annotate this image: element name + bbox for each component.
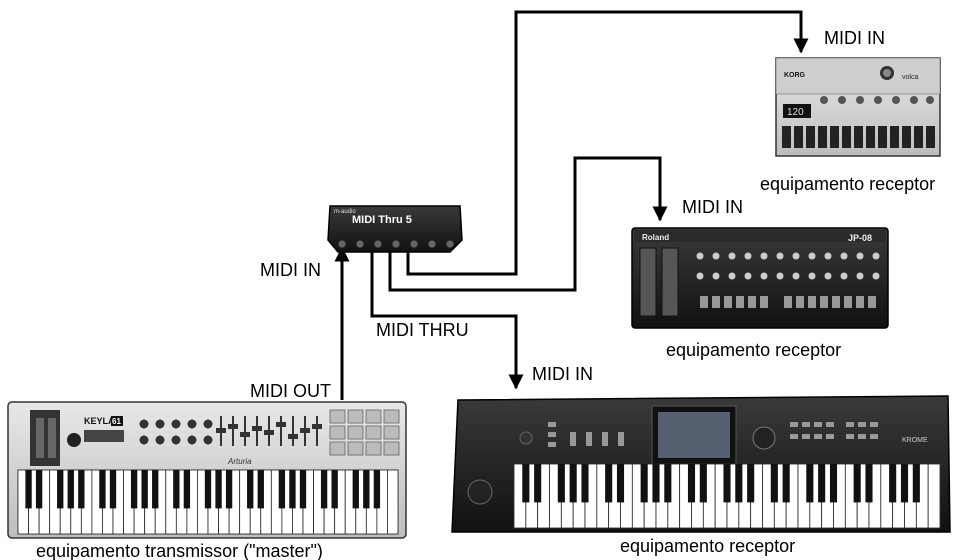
jp08-model: JP-08 — [848, 233, 872, 243]
label-midi-in-volca: MIDI IN — [824, 28, 885, 48]
thru-brand: m-audio — [334, 209, 356, 215]
black-key — [173, 470, 180, 509]
krome-black-keys — [522, 464, 920, 503]
black-key — [770, 464, 778, 503]
black-key — [35, 470, 43, 509]
krome-white-keys — [513, 463, 941, 529]
keylab61-device: KEYLAB 61 Arturia — [7, 401, 407, 539]
korg-volca-device: KORG volca 120 — [775, 57, 941, 157]
black-key — [130, 470, 138, 509]
black-key — [183, 470, 191, 509]
keylab-white-keys — [17, 469, 399, 535]
krome-buttons — [548, 422, 878, 447]
label-midi-in-krome: MIDI IN — [532, 364, 593, 384]
black-key — [99, 470, 106, 509]
white-key — [927, 463, 941, 529]
jp08-buttons — [700, 296, 876, 308]
black-key — [581, 464, 589, 503]
black-key — [605, 464, 613, 503]
black-key — [289, 470, 296, 509]
black-key — [522, 464, 530, 503]
jp08-brand: Roland — [642, 233, 669, 242]
volca-keys — [782, 126, 935, 148]
black-key — [900, 464, 909, 503]
keylab-model-number: 61 — [112, 417, 121, 426]
black-key — [257, 470, 264, 509]
black-key — [829, 464, 838, 503]
black-key — [782, 464, 790, 503]
caption-krome: equipamento receptor — [620, 536, 795, 556]
volca-knobs — [820, 96, 934, 104]
black-key — [204, 470, 212, 509]
black-key — [57, 470, 64, 509]
caption-jp08: equipamento receptor — [666, 340, 841, 360]
keylab-faders — [216, 416, 322, 446]
black-key — [723, 464, 731, 503]
black-key — [225, 470, 233, 509]
black-key — [889, 464, 897, 503]
black-key — [557, 464, 565, 503]
black-key — [735, 464, 743, 503]
black-key — [215, 470, 222, 509]
midi-thru5-device: m-audio MIDI Thru 5 — [327, 205, 463, 253]
white-key — [387, 469, 399, 535]
roland-jp08-device: Roland JP-08 — [631, 227, 889, 329]
black-key — [853, 464, 861, 503]
keylab-pads — [329, 409, 400, 456]
label-midi-out: MIDI OUT — [250, 381, 331, 401]
black-key — [363, 470, 370, 509]
cable-thru-to-volca — [406, 10, 809, 276]
black-key — [806, 464, 814, 503]
volca-model: volca — [902, 74, 918, 81]
jp08-knobs — [696, 252, 880, 280]
black-key — [664, 464, 672, 503]
black-key — [687, 464, 696, 503]
black-key — [67, 470, 74, 509]
cable-thru-to-jp08 — [388, 156, 668, 292]
volca-display: 120 — [787, 107, 804, 118]
black-key — [331, 470, 338, 509]
black-key — [247, 470, 254, 509]
black-key — [865, 464, 873, 503]
black-key — [152, 470, 159, 509]
label-midi-thru: MIDI THRU — [376, 320, 469, 340]
black-key — [699, 464, 707, 503]
black-key — [299, 470, 307, 509]
black-key — [616, 464, 625, 503]
label-midi-in-thru: MIDI IN — [260, 260, 321, 280]
black-key — [109, 470, 117, 509]
black-key — [141, 470, 148, 509]
cable-thru-to-krome — [370, 252, 524, 390]
thru-ports — [337, 239, 455, 249]
black-key — [652, 464, 660, 503]
black-key — [25, 470, 32, 509]
label-midi-in-jp08: MIDI IN — [682, 197, 743, 217]
black-key — [818, 464, 826, 503]
black-key — [352, 470, 359, 509]
krome-brand: KROME — [902, 437, 928, 444]
black-key — [278, 470, 286, 509]
black-key — [640, 464, 648, 503]
korg-krome-device: KROME — [451, 395, 951, 533]
black-key — [912, 464, 920, 503]
volca-brand: KORG — [784, 72, 806, 79]
black-key — [569, 464, 577, 503]
black-key — [320, 470, 328, 509]
thru-model: MIDI Thru 5 — [352, 214, 412, 226]
black-key — [747, 464, 755, 503]
caption-keylab: equipamento transmissor ("master") — [36, 541, 323, 560]
black-key — [534, 464, 542, 503]
keylab-signature: Arturia — [227, 457, 252, 466]
keylab-black-keys — [25, 470, 381, 509]
keylab-brand: KEYLAB — [84, 416, 122, 426]
black-key — [78, 470, 85, 509]
caption-volca: equipamento receptor — [760, 174, 935, 194]
black-key — [373, 470, 381, 509]
keylab-knobs — [139, 419, 213, 445]
